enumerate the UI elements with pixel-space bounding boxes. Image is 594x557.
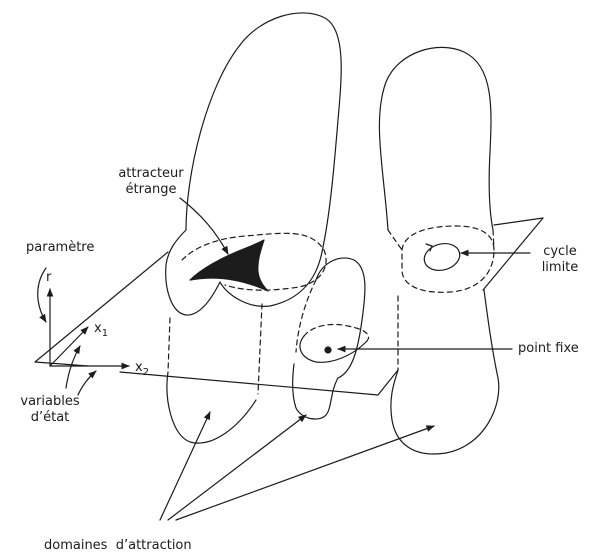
state-variables-label-line-1: variables	[8, 394, 92, 410]
middle-domain-outline	[293, 258, 365, 419]
attraction-domains-label: domaines d’attraction	[44, 538, 192, 554]
strange-attractor-label-line-1: attracteur	[96, 166, 206, 182]
left-domain-hidden-side	[168, 318, 170, 372]
fixed-point-label: point fixe	[518, 341, 579, 357]
state-variables-label: variables d’état	[8, 394, 92, 426]
axis-x2-label: x2	[135, 360, 149, 378]
strange-attractor-label-line-2: étrange	[96, 182, 206, 198]
middle-domain-hidden-top	[296, 280, 316, 352]
fixed-point-dot	[324, 346, 331, 353]
state-var-arrow-2	[78, 371, 96, 395]
strange-attractor-shape	[190, 240, 268, 291]
right-domain-hidden-upper	[388, 230, 494, 250]
parameter-arrow	[38, 268, 46, 322]
left-domain-hidden-back	[258, 304, 262, 394]
right-domain-hidden-cut	[402, 226, 494, 292]
parameter-plane	[35, 252, 168, 366]
strange-attractor-label: attracteur étrange	[96, 166, 206, 198]
axis-x1-label: x1	[94, 321, 108, 339]
domain-arrow-left	[160, 412, 210, 520]
parameter-label: paramètre	[26, 240, 94, 256]
right-domain-upper	[379, 47, 493, 230]
parameter-plane-front-edge	[120, 372, 378, 395]
domain-arrow-middle	[168, 415, 306, 520]
domain-arrow-right	[176, 426, 434, 520]
right-domain-lower	[391, 290, 499, 454]
axis-x1-line	[50, 327, 88, 366]
state-variables-label-line-2: d’état	[8, 410, 92, 426]
limit-cycle-label: cycle limite	[528, 244, 592, 276]
axis-r-label: r	[46, 270, 52, 285]
limit-cycle-label-line-1: cycle	[528, 244, 592, 260]
parameter-plane-right-edge-low	[378, 370, 398, 395]
limit-cycle-label-line-2: limite	[528, 260, 592, 276]
state-var-arrow-1	[66, 346, 80, 388]
parameter-plane-back-edge	[494, 218, 543, 225]
